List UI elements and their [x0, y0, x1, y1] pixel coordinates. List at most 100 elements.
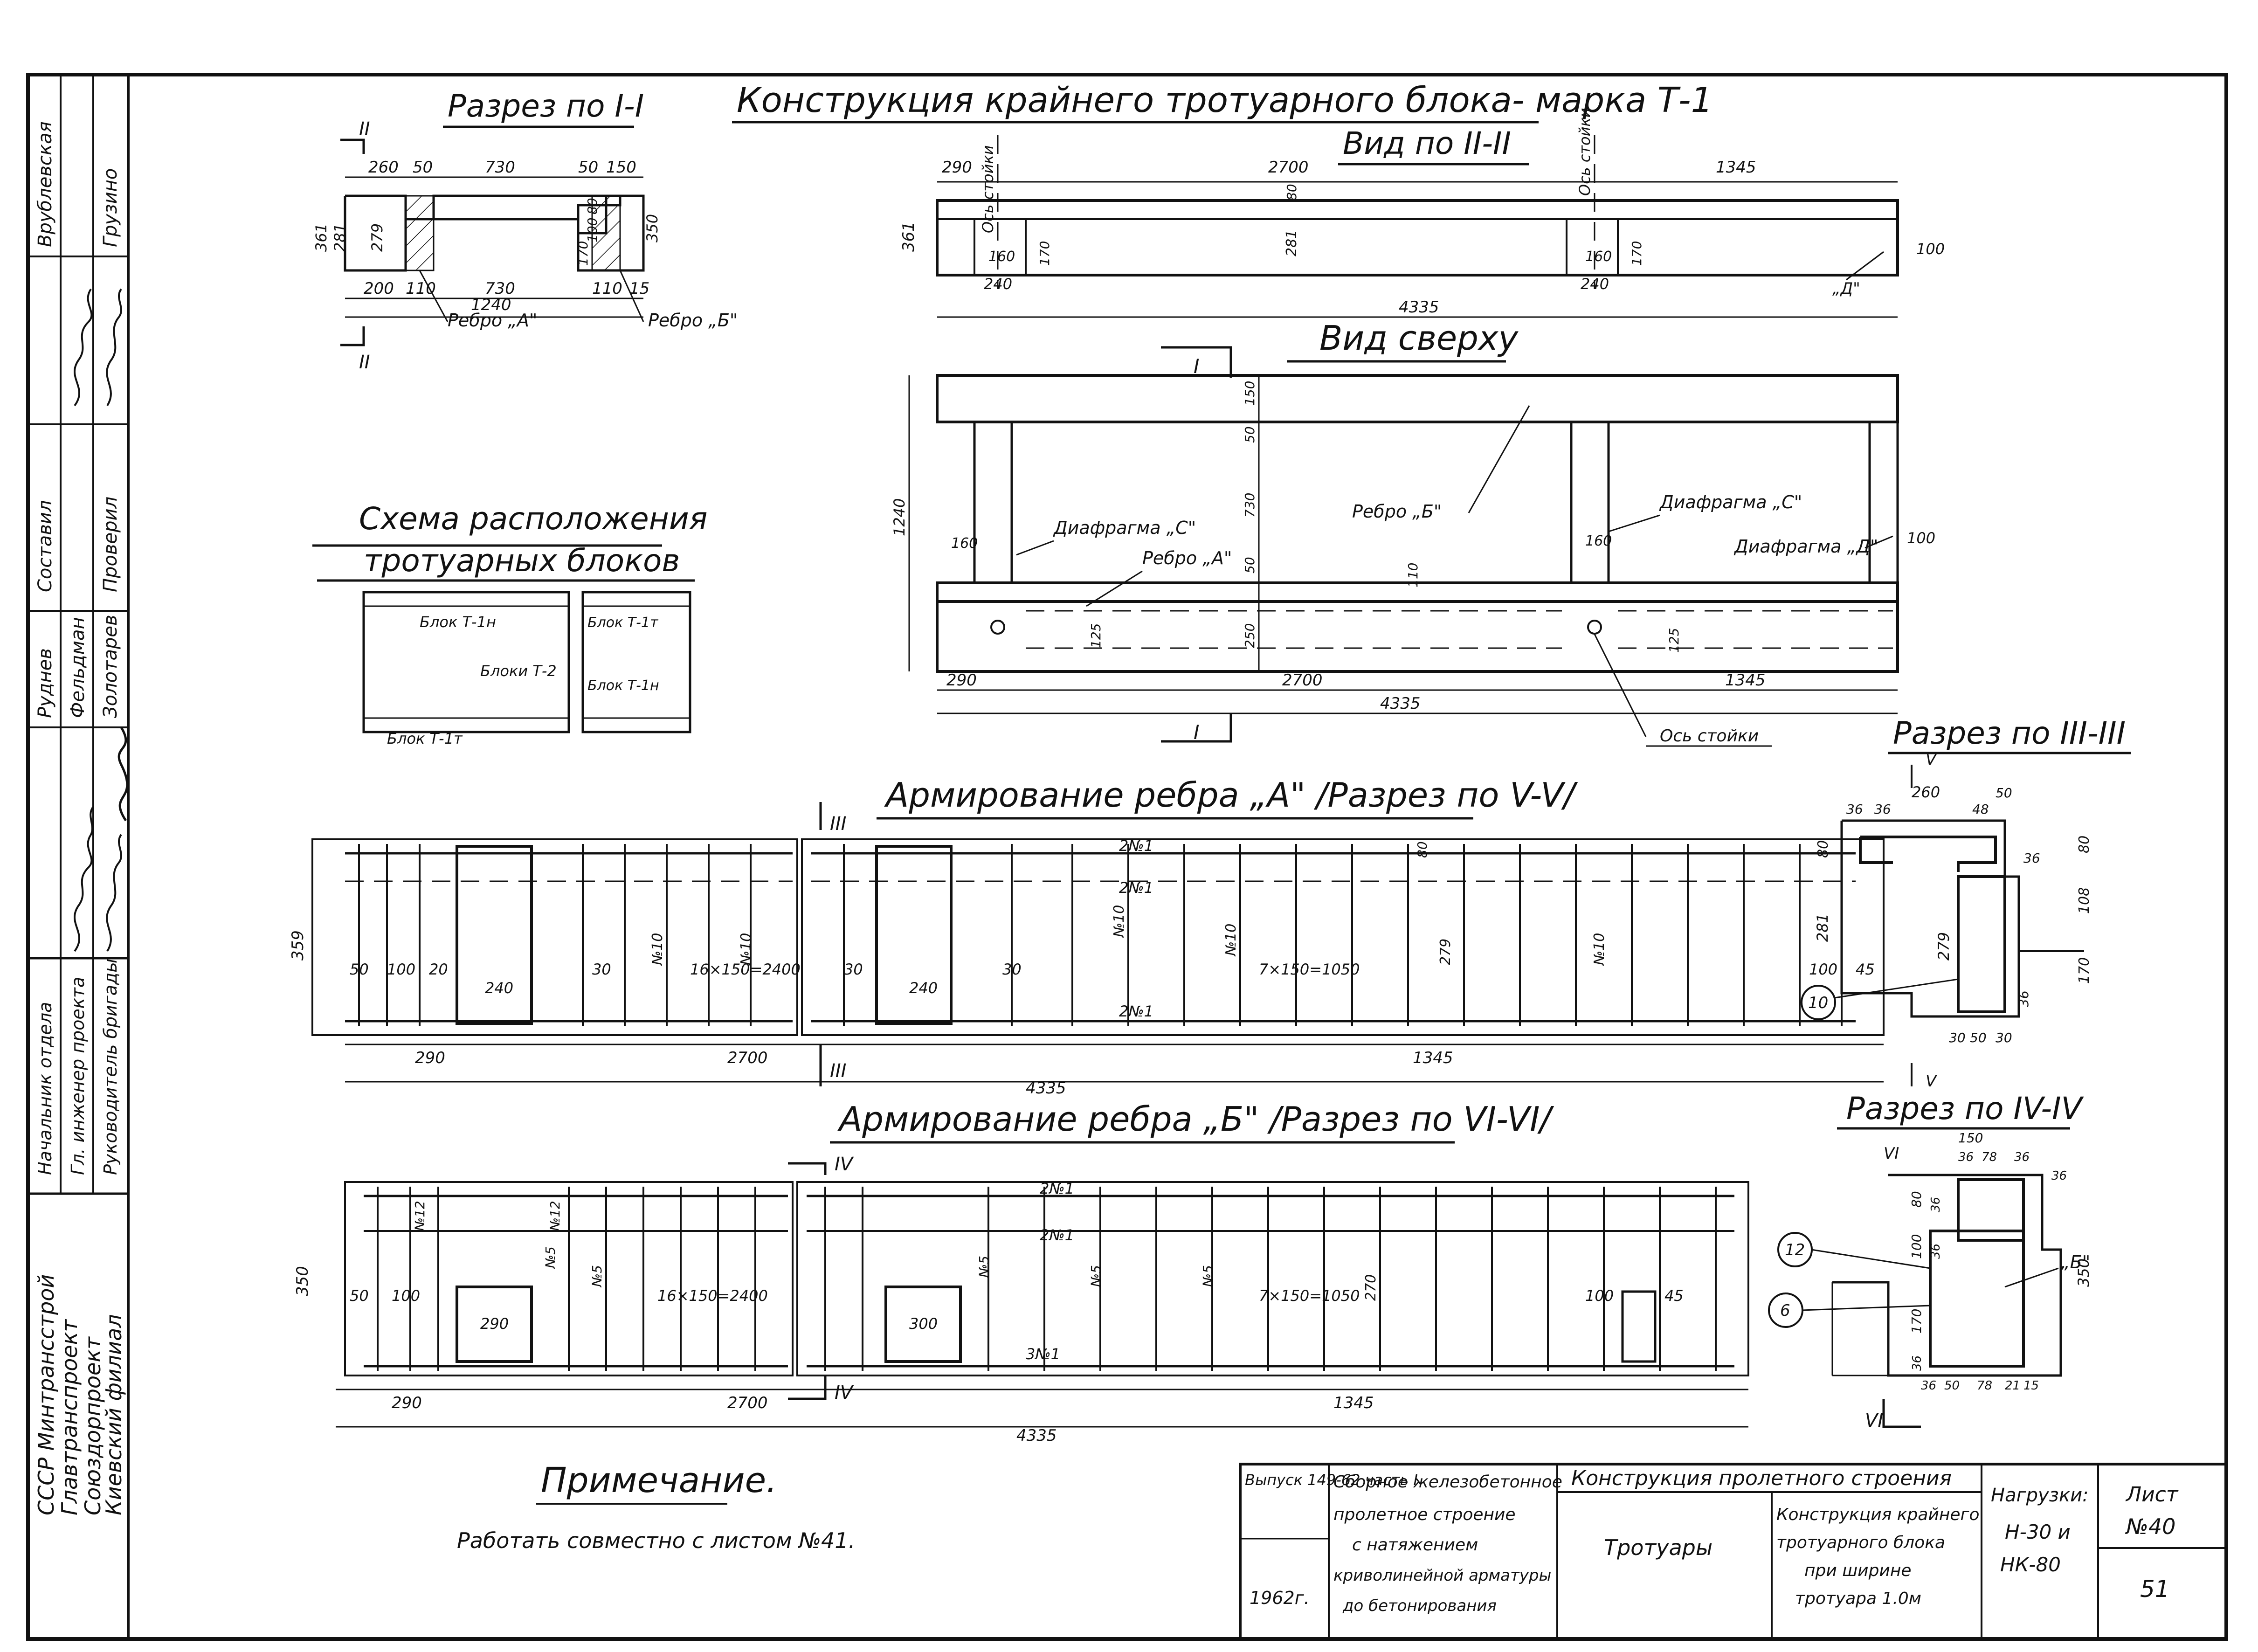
vt-axis-label: Ось стойки: [1660, 726, 1759, 746]
s1-h-80: 80: [585, 198, 600, 214]
ra-inner-2: 100: [387, 961, 415, 978]
rib-b-label: Ребро „Б": [648, 310, 738, 331]
vt-small-110: 110: [1405, 563, 1421, 588]
axis-hole-2: [1587, 620, 1602, 635]
ra-inner-10: 7×150=1050: [1259, 961, 1360, 978]
s4-dim-14: 78: [1977, 1379, 1992, 1393]
vt-small-160b: 160: [1585, 533, 1612, 549]
rb-inner-3: 290: [480, 1315, 509, 1333]
rb-bar-4: №12: [412, 1201, 428, 1232]
vt-diaphragm-d: Диафрагма „Д": [1733, 536, 1878, 557]
stamp-org-2: Главтранспроект: [57, 1319, 82, 1515]
stamp-name-2: Грузино: [100, 168, 121, 247]
rb-total: 4335: [1016, 1426, 1057, 1445]
signature-3: [74, 806, 94, 952]
vt-rib-b: Ребро „Б": [1352, 501, 1442, 522]
signature-2: [106, 288, 122, 407]
rb-bar-9: №5: [1088, 1265, 1104, 1288]
ra-inner-3: 20: [429, 961, 448, 978]
section-4-title: Разрез по IV-IV: [1846, 1091, 2084, 1127]
tb-sheet-no: №40: [2125, 1514, 2175, 1539]
v2-total: 4335: [1399, 298, 1439, 317]
tb-construction: Конструкция пролетного строения: [1571, 1466, 1952, 1490]
vt-vdim-250: 250: [1242, 623, 1257, 648]
view-top-title: Вид сверху: [1319, 318, 1519, 358]
stamp-role-2: Гл. инженер проекта: [68, 977, 88, 1175]
side-stamp: СССР Минтрансстрой Главтранспроект Союзд…: [28, 75, 129, 1515]
s3-dim-13: 36: [2016, 990, 2031, 1007]
v2-d-label: „Д": [1832, 279, 1860, 298]
tb-section: Тротуары: [1604, 1535, 1712, 1560]
stamp-name-5: Золотарев: [100, 615, 121, 718]
ra-dim-2700: 2700: [727, 1049, 768, 1067]
vt-mark-bottom: I: [1194, 721, 1199, 744]
tb-drawing-3: при ширине: [1804, 1561, 1912, 1580]
tb-desc-1: Сборное железобетонное: [1333, 1472, 1562, 1492]
rb-dim-2700: 2700: [727, 1394, 768, 1412]
title-block: Выпуск 149-62 часть I 1962г. Сборное жел…: [1239, 1463, 2228, 1640]
s1-h-350: 350: [643, 214, 661, 242]
vt-vdim-50b: 50: [1242, 557, 1257, 574]
v2-height: 361: [899, 221, 918, 252]
vt-small-125a: 125: [1088, 623, 1104, 648]
rb-inner-2: 100: [392, 1287, 420, 1305]
ra-bar-4: №10: [649, 933, 666, 966]
ra-inner-4: 240: [485, 979, 513, 997]
rb-dim-1345: 1345: [1333, 1394, 1374, 1412]
s3-callout-circle: [1801, 985, 1836, 1020]
s3-callout: 10: [1808, 994, 1828, 1012]
view-2-2: Вид по II-II 290 2700 1345 4335 240 160 …: [899, 108, 1945, 318]
ra-inner-8: 240: [909, 979, 938, 997]
signature-1: [74, 288, 93, 407]
vt-vdim-150: 150: [1242, 381, 1257, 406]
s1-dim-bot-1: 200: [364, 279, 394, 298]
rb-bar-6: №5: [543, 1246, 558, 1269]
rebar-a-stirrups: [358, 844, 1843, 1026]
vt-small-100: 100: [1907, 529, 1935, 547]
s4-dim-6: 80: [1909, 1191, 1924, 1208]
tb-year: 1962г.: [1250, 1588, 1310, 1608]
section-3-3: Разрез по III-III 260 50 48 36 36 80 36 …: [1801, 715, 2131, 1091]
sheet-frame: [26, 73, 2228, 1641]
rb-mark-top: IV: [835, 1154, 854, 1175]
rebar-a-title: Армирование ребра „А" /Разрез по V-V/: [884, 775, 1578, 815]
s4-dim-8: 100: [1909, 1234, 1924, 1259]
section-1-title: Разрез по I-I: [448, 88, 644, 124]
s4-dim-9: 36: [1929, 1244, 1943, 1259]
s3-mark-top: V: [1926, 750, 1938, 769]
tb-sheet-title: Лист: [2125, 1483, 2179, 1507]
rb-bar-2: 2№1: [1040, 1226, 1074, 1244]
s4-dim-5: 36: [2051, 1169, 2067, 1183]
stamp-org-1: СССР Минтрансстрой: [34, 1274, 59, 1515]
tb-desc-4: криволинейной арматуры: [1333, 1566, 1551, 1585]
rb-mark-bottom: IV: [835, 1382, 854, 1403]
v2-sub-5: 160: [1585, 249, 1612, 265]
s3-dim-5: 36: [1874, 802, 1891, 817]
v2-dim-2700: 2700: [1268, 158, 1309, 177]
tb-load-title: Нагрузки:: [1991, 1485, 2089, 1506]
view-top: Вид сверху I I 290 2700 1345 4335 1240 1…: [891, 318, 1935, 747]
s4-callout-1: 12: [1785, 1241, 1805, 1259]
s3-dim-15: 50: [1970, 1030, 1987, 1045]
rebar-b-title: Армирование ребра „Б" /Разрез по VI-VI/: [837, 1099, 1554, 1139]
rb-bar-1: 2№1: [1040, 1180, 1074, 1197]
main-title: Конструкция крайнего тротуарного блока- …: [737, 80, 1713, 120]
rb-bar-8: №5: [976, 1256, 992, 1279]
s1-mark-top: II: [359, 118, 370, 140]
s1-h-281: 281: [331, 223, 349, 252]
v2-dim-1345: 1345: [1716, 158, 1756, 177]
s1-h-170: 170: [575, 241, 591, 266]
s1-dim-bot-5: 15: [629, 279, 649, 298]
s1-total: 1240: [471, 296, 511, 314]
rb-inner-6: 7×150=1050: [1259, 1287, 1360, 1305]
stamp-name-3: Руднев: [35, 648, 56, 718]
tb-issue: Выпуск 149-62 часть I: [1245, 1471, 1418, 1489]
main-title-group: Конструкция крайнего тротуарного блока- …: [732, 80, 1713, 124]
ra-inner-1: 50: [350, 961, 369, 978]
s4-dim-3: 78: [1982, 1150, 1997, 1164]
tb-desc-2: пролетное строение: [1333, 1505, 1516, 1524]
s3-dim-7: 36: [2023, 850, 2040, 866]
s3-dim-16: 30: [1996, 1030, 2012, 1045]
s1-dim-bot-4: 110: [592, 279, 622, 298]
